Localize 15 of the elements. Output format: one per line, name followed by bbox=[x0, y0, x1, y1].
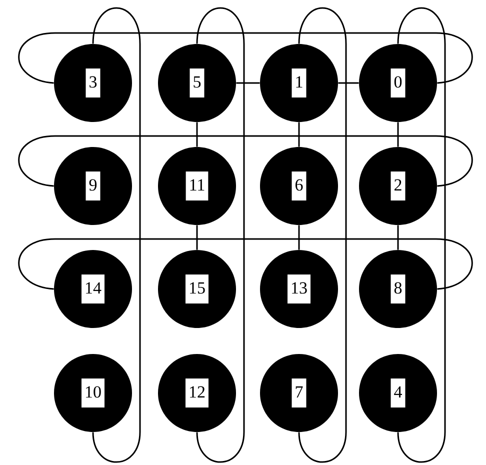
connector-line bbox=[18, 238, 473, 290]
connector-line bbox=[196, 225, 198, 250]
connector-line bbox=[196, 7, 245, 463]
connector-line bbox=[397, 122, 399, 147]
connector-line bbox=[298, 7, 347, 463]
connector-line bbox=[236, 82, 260, 84]
connector-line bbox=[397, 225, 399, 250]
connector-line bbox=[298, 122, 300, 147]
connector-line bbox=[298, 225, 300, 250]
connector-line bbox=[196, 122, 198, 147]
connector-line bbox=[18, 32, 473, 84]
connector-line bbox=[397, 7, 446, 463]
connector-line bbox=[92, 7, 141, 463]
connector-line bbox=[338, 82, 359, 84]
connector-line bbox=[18, 135, 473, 187]
